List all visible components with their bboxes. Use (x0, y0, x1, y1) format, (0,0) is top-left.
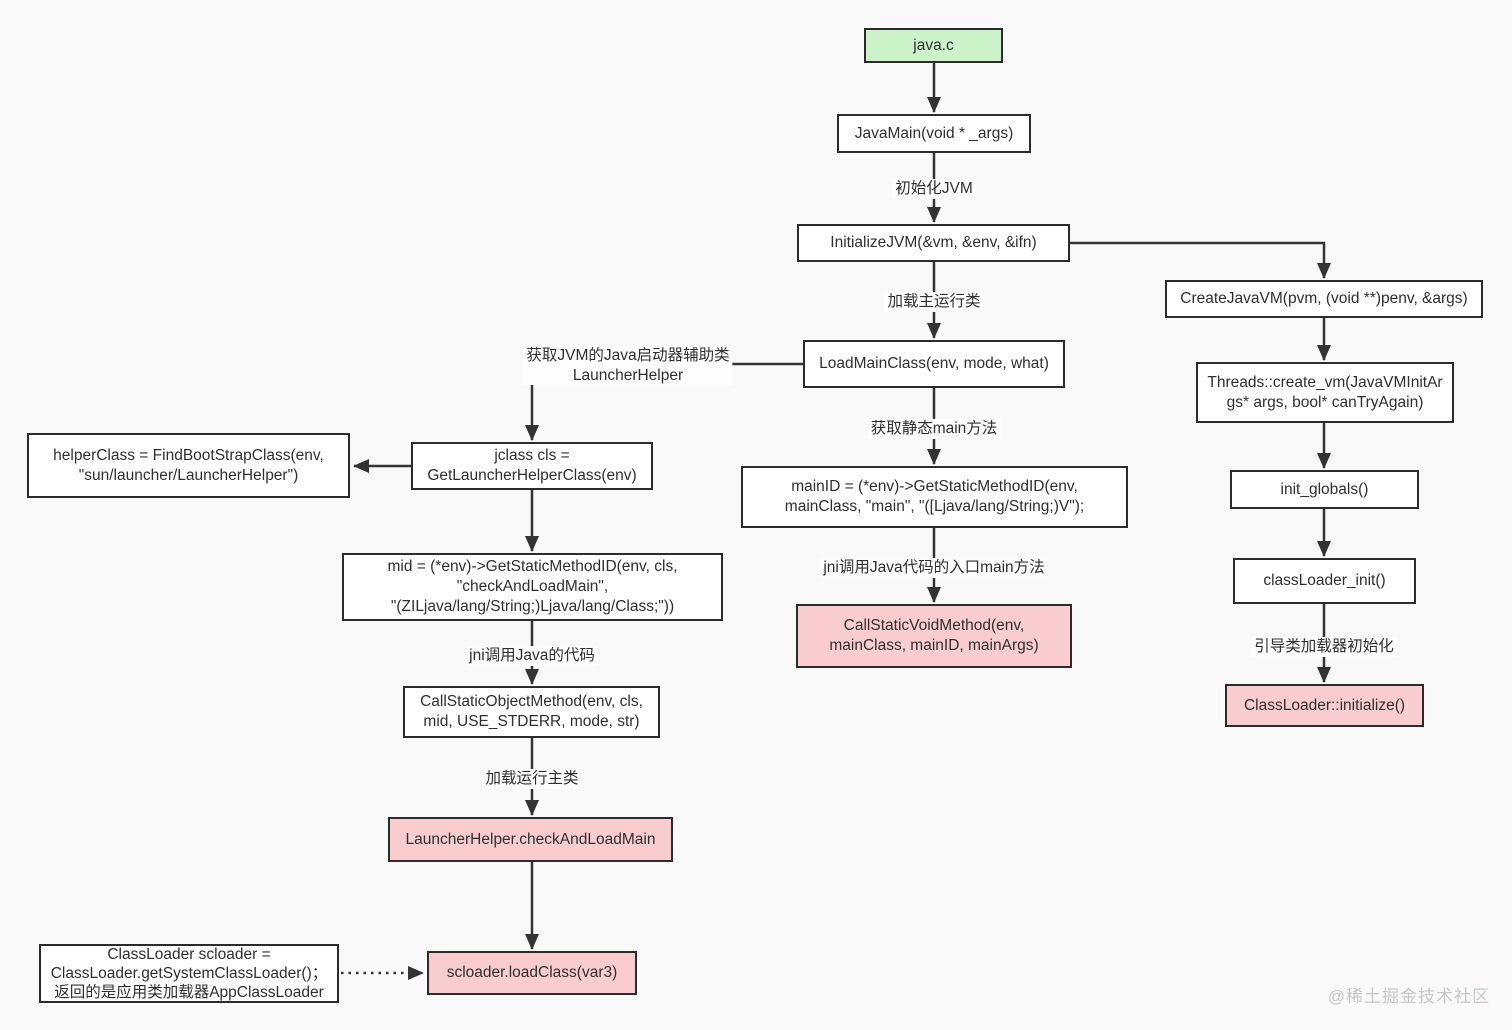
node-line: "(ZILjava/lang/String;)Ljava/lang/Class;… (390, 598, 675, 615)
node-line: mainID = (*env)->GetStaticMethodID(env, (791, 478, 1078, 495)
node-line: ClassLoader scloader = (107, 946, 271, 963)
node-line: helperClass = FindBootStrapClass(env, (53, 446, 324, 464)
node-checkandloadmain: LauncherHelper.checkAndLoadMain (388, 817, 673, 862)
node-helperclass: helperClass = FindBootStrapClass(env, "s… (27, 433, 350, 498)
node-mainid: mainID = (*env)->GetStaticMethodID(env, … (741, 466, 1128, 528)
edge-label-bootstrap-loader-init: 引导类加载器初始化 (1251, 637, 1397, 657)
node-scloader-def: ClassLoader scloader = ClassLoader.getSy… (39, 944, 339, 1003)
node-callstaticvoidmethod: CallStaticVoidMethod(env, mainClass, mai… (796, 604, 1072, 668)
edge-label-line: 获取JVM的Java启动器辅助类 (526, 347, 730, 364)
node-java-c: java.c (864, 28, 1003, 63)
node-line: mainClass, "main", "([Ljava/lang/String;… (784, 498, 1085, 515)
node-loadmainclass: LoadMainClass(env, mode, what) (803, 340, 1065, 388)
node-line: 返回的是应用类加载器AppClassLoader (54, 984, 324, 1001)
node-createjavavm: CreateJavaVM(pvm, (void **)penv, &args) (1165, 280, 1483, 318)
node-getstaticmethodid: mid = (*env)->GetStaticMethodID(env, cls… (342, 553, 723, 621)
node-line: "sun/launcher/LauncherHelper") (78, 466, 299, 484)
watermark: @稀土掘金技术社区 (1327, 987, 1490, 1006)
edge-initializejvm-to-createjavavm (1070, 241, 1331, 279)
node-line: jclass cls = (494, 447, 570, 464)
node-line: CallStaticObjectMethod(env, cls, (420, 693, 643, 710)
edge-label-line: LauncherHelper (572, 366, 684, 384)
node-line: Threads::create_vm(JavaVMInitAr (1207, 373, 1443, 391)
edge-label-init-jvm: 初始化JVM (892, 179, 976, 199)
node-line: CallStaticVoidMethod(env, (843, 617, 1025, 634)
node-classloaderinit: classLoader_init() (1233, 558, 1416, 604)
node-scloader-loadclass: scloader.loadClass(var3) (427, 951, 637, 995)
node-line: gs* args, bool* canTryAgain) (1226, 393, 1424, 411)
node-line: mainClass, mainID, mainArgs) (829, 637, 1039, 654)
node-line: mid = (*env)->GetStaticMethodID(env, cls… (387, 558, 678, 575)
edge-label-load-run-main-class: 加载运行主类 (482, 769, 582, 789)
node-jclass-cls: jclass cls = GetLauncherHelperClass(env) (411, 442, 653, 490)
node-line: GetLauncherHelperClass(env) (427, 467, 637, 484)
node-initglobals: init_globals() (1230, 470, 1419, 509)
node-line: "checkAndLoadMain", (456, 578, 609, 595)
node-initializejvm: InitializeJVM(&vm, &env, &ifn) (797, 224, 1070, 262)
node-line: ClassLoader.getSystemClassLoader()； (50, 965, 328, 982)
node-classloader-initialize: ClassLoader::initialize() (1225, 684, 1424, 727)
node-threads-create-vm: Threads::create_vm(JavaVMInitAr gs* args… (1196, 362, 1454, 423)
edge-label-load-main-run-class: 加载主运行类 (884, 292, 984, 312)
edge-label-jni-call-java: jni调用Java的代码 (466, 646, 598, 666)
node-javamain: JavaMain(void * _args) (837, 114, 1031, 153)
node-line: mid, USE_STDERR, mode, str) (423, 713, 640, 730)
edge-label-get-static-main: 获取静态main方法 (867, 419, 1001, 439)
edge-label-jni-call-main: jni调用Java代码的入口main方法 (820, 558, 1048, 578)
node-callstaticobjectmethod: CallStaticObjectMethod(env, cls, mid, US… (403, 686, 660, 738)
edge-label-get-launcher-helper: 获取JVM的Java启动器辅助类 LauncherHelper (523, 346, 733, 385)
